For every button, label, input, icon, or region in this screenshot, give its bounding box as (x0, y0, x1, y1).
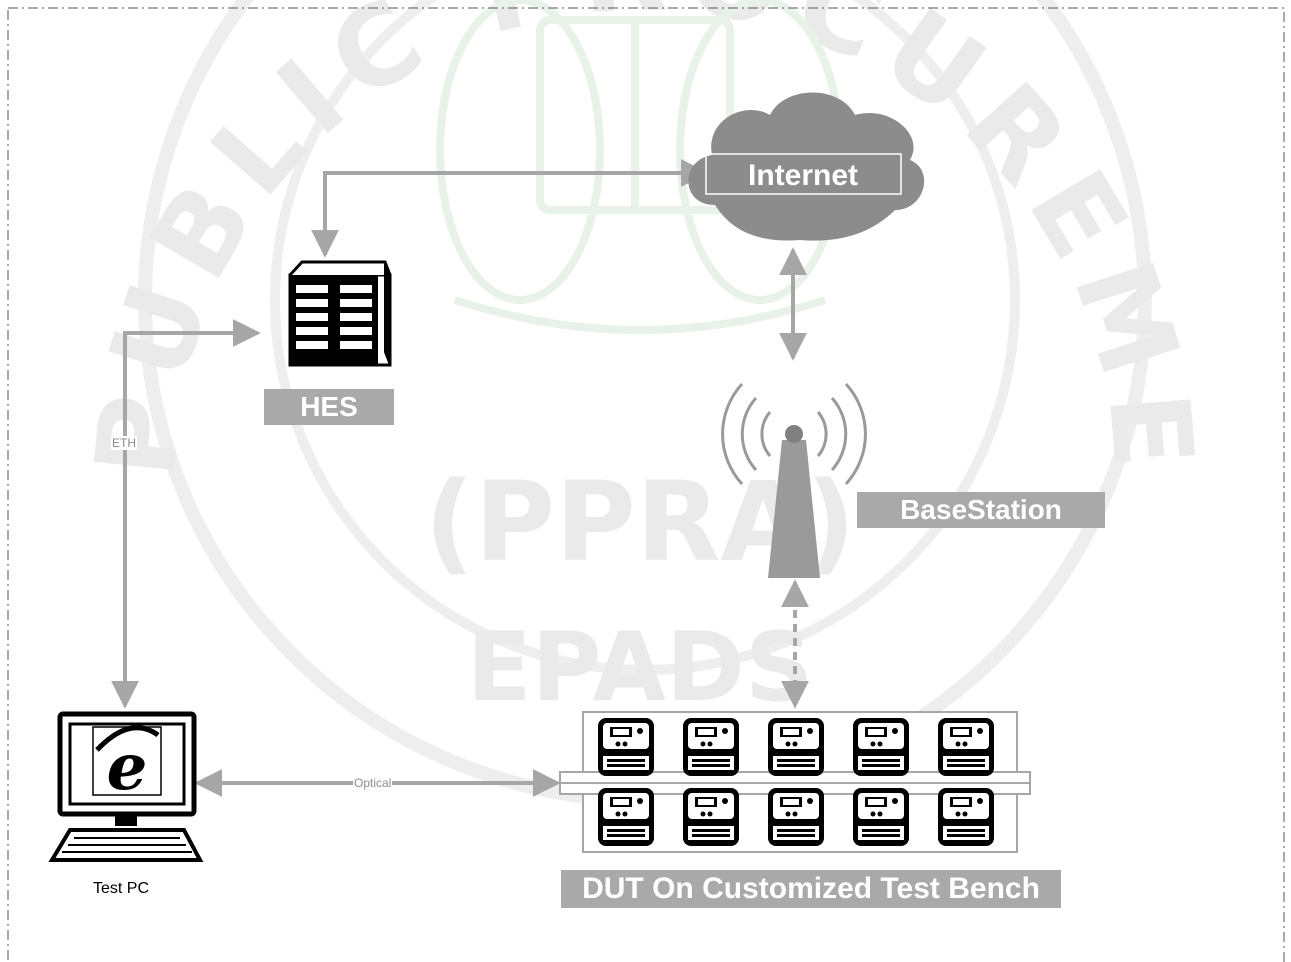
computer-icon: e (48, 711, 204, 862)
meter-icon (683, 718, 739, 776)
basestation-label: BaseStation (857, 492, 1105, 528)
internet-label: Internet (748, 159, 858, 192)
connector-eth (111, 319, 261, 709)
antenna-icon (721, 382, 867, 578)
dut-meters (598, 718, 994, 846)
dut-label: DUT On Customized Test Bench (561, 870, 1061, 908)
meter-icon (853, 788, 909, 846)
server-icon (288, 260, 392, 367)
hes-label: HES (264, 389, 394, 425)
watermark: PUBLIC PROCUREMENT REGULATORY AUTHORITY … (0, 0, 1219, 807)
test-pc-label: Test PC (93, 880, 150, 897)
diagram-border (7, 7, 1285, 962)
connector-hes-internet (311, 159, 709, 258)
optical-connector-label: Optical (353, 776, 393, 790)
watermark-ring-text: PUBLIC PROCUREMENT REGULATORY AUTHORITY (0, 0, 1219, 487)
internet-cloud-icon (688, 92, 925, 241)
connectors (111, 159, 809, 797)
meter-icon (768, 788, 824, 846)
meter-icon (938, 718, 994, 776)
watermark-system: EPADS (467, 613, 814, 723)
meter-icon (598, 718, 654, 776)
eth-connector-label: ETH (111, 436, 137, 450)
meter-icon (853, 718, 909, 776)
meter-icon (768, 718, 824, 776)
meter-icon (938, 788, 994, 846)
meter-icon (598, 788, 654, 846)
svg-text:e: e (107, 730, 148, 805)
meter-icon (683, 788, 739, 846)
